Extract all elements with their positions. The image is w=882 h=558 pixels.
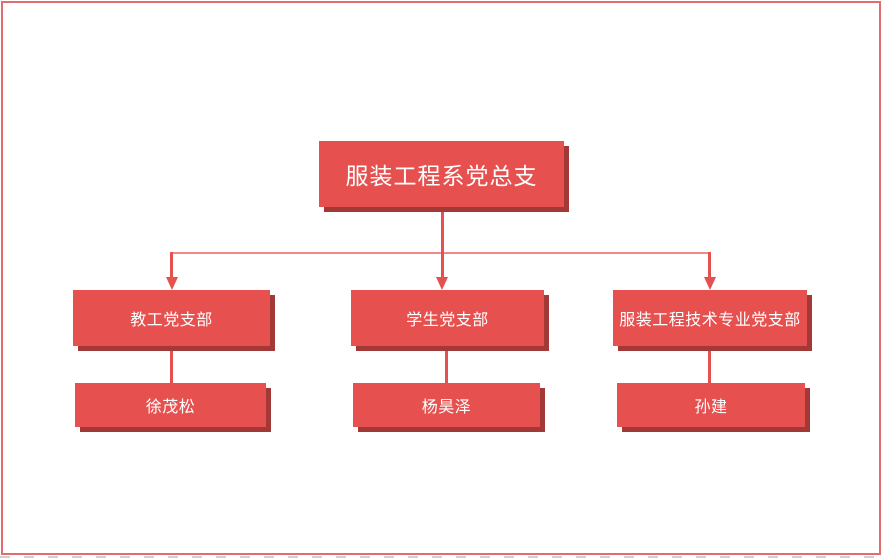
- branch-node-engineering-major[interactable]: 服装工程技术专业党支部: [613, 290, 807, 346]
- connector-root-stem: [441, 212, 444, 253]
- branch-node-label: 服装工程技术专业党支部: [619, 312, 801, 329]
- branch-node-student[interactable]: 学生党支部: [351, 290, 544, 346]
- root-node[interactable]: 服装工程系党总支: [319, 141, 564, 207]
- leader-node-1[interactable]: 徐茂松: [75, 383, 266, 427]
- leader-node-2[interactable]: 杨昊泽: [353, 383, 540, 427]
- connector-branch-leader-left: [170, 346, 173, 383]
- branch-node-faculty[interactable]: 教工党支部: [73, 290, 270, 346]
- branch-node-label: 教工党支部: [130, 312, 213, 329]
- branch-node-label: 学生党支部: [406, 312, 489, 329]
- connector-drop-left: [170, 252, 173, 278]
- connector-drop-right: [708, 252, 711, 278]
- arrowhead-center: [436, 277, 448, 290]
- leader-node-label: 孙建: [694, 399, 728, 416]
- page-bottom-seam: [0, 556, 882, 558]
- connector-horizontal-rail: [170, 252, 711, 254]
- arrowhead-right: [704, 277, 716, 290]
- connector-branch-leader-center: [445, 346, 448, 383]
- connector-branch-leader-right: [708, 346, 711, 383]
- arrowhead-left: [166, 277, 178, 290]
- connector-drop-center: [441, 252, 444, 278]
- leader-node-label: 杨昊泽: [421, 399, 472, 416]
- leader-node-3[interactable]: 孙建: [617, 383, 805, 427]
- leader-node-label: 徐茂松: [145, 399, 196, 416]
- root-node-label: 服装工程系党总支: [345, 163, 538, 189]
